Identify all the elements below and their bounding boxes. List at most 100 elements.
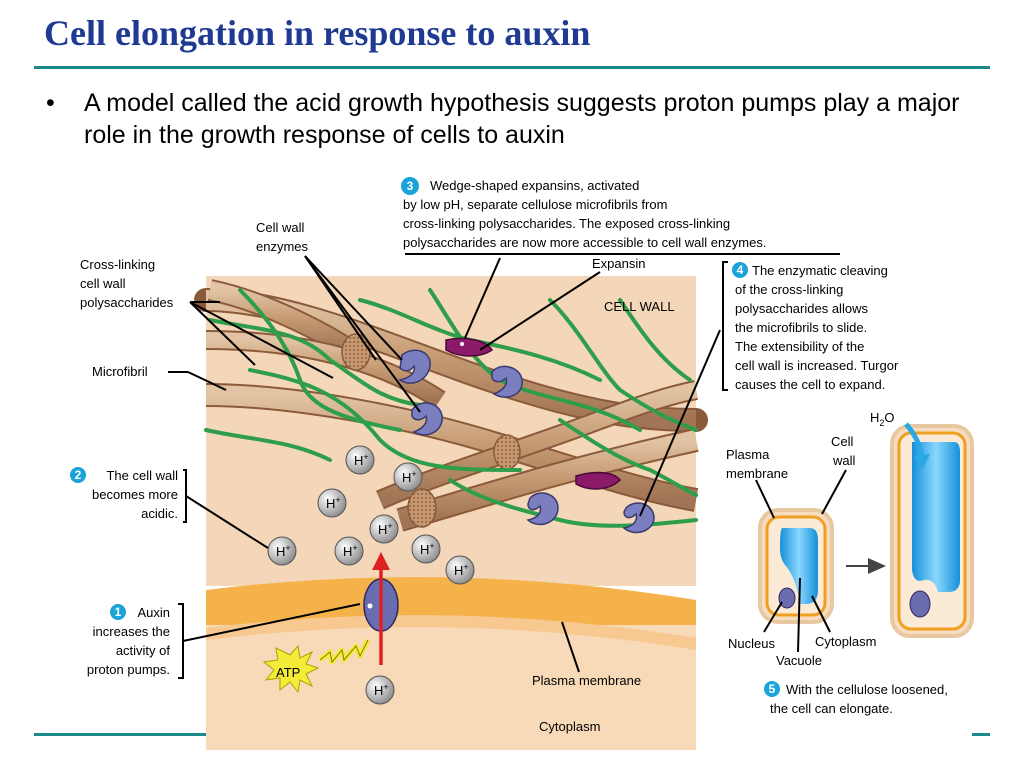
atp-burst: [262, 644, 320, 694]
step-3-line-1: Wedge-shaped expansins, activated: [430, 178, 639, 193]
inset-plasma-membrane-label-2: membrane: [726, 466, 788, 481]
cell-after-vacuole: [912, 442, 960, 592]
label-cross-linking-1: Cross-linking: [80, 257, 155, 272]
step-3-line-4: polysaccharides are now more accessible …: [403, 235, 766, 250]
step-number-2: 2: [75, 468, 82, 482]
polysaccharide-strand: [548, 298, 698, 432]
proton-ion: H+: [267, 536, 297, 566]
expansins: [445, 337, 621, 490]
enzyme: [398, 349, 431, 384]
proton-ion-label: H+: [326, 495, 341, 511]
step-badge-3: [401, 177, 419, 195]
atp-label: ATP: [276, 665, 300, 680]
label-cell-wall-region: CELL WALL: [604, 299, 675, 314]
cell-before-vacuole: [780, 528, 818, 604]
proton-pump-assembly: ATP: [262, 552, 399, 694]
label-plasma-membrane: Plasma membrane: [532, 673, 641, 688]
proton-ion-label: H+: [420, 541, 435, 557]
step-annotations: 1 Auxin increases the activity of proton…: [70, 177, 948, 716]
label-microfibril: Microfibril: [92, 364, 148, 379]
step-3-line-3: cross-linking polysaccharides. The expos…: [403, 216, 730, 231]
microfibril-end: [493, 434, 521, 470]
polysaccharide-strand: [238, 288, 402, 432]
cell-after-nucleus: [909, 590, 931, 618]
step-4-line-7: causes the cell to expand.: [735, 377, 885, 392]
cytoplasm-region: [206, 625, 696, 750]
polysaccharide-strand: [558, 418, 698, 497]
step-number-1: 1: [115, 605, 122, 619]
step-number-3: 3: [407, 179, 414, 193]
polysaccharide-strand: [618, 298, 692, 382]
step-badge-2: [70, 467, 86, 483]
step-2-line-1: The cell wall: [106, 468, 178, 483]
proton-ion: H+: [365, 675, 395, 705]
water-label: H2O: [870, 410, 895, 428]
proton-ion-label: H+: [402, 469, 417, 485]
inset-cell-wall-label-1: Cell: [831, 434, 854, 449]
label-cell-wall-enzymes-1: Cell wall: [256, 220, 305, 235]
proton-ion: H+: [317, 488, 347, 518]
step-1-line-2: increases the: [93, 624, 170, 639]
step-1-line-4: proton pumps.: [87, 662, 170, 677]
step-4-line-6: cell wall is increased. Turgor: [735, 358, 899, 373]
step-5-line-1: With the cellulose loosened,: [786, 682, 948, 697]
inset-vacuole-label: Vacuole: [776, 653, 822, 668]
proton-ion: H+: [393, 462, 423, 492]
label-expansin: Expansin: [592, 256, 645, 271]
proton-ion-label: H+: [374, 682, 389, 698]
inset-nucleus-label: Nucleus: [728, 636, 775, 651]
proton-ion: H+: [345, 445, 375, 475]
inset-cell-wall-label-2: wall: [832, 453, 856, 468]
step-4-bracket: [722, 261, 728, 391]
step-4-line-4: the microfibrils to slide.: [735, 320, 867, 335]
polysaccharide-strand: [204, 428, 332, 462]
label-cytoplasm: Cytoplasm: [539, 719, 600, 734]
polysaccharide-strand: [448, 478, 698, 528]
step-1-line-3: activity of: [116, 643, 171, 658]
inset-plasma-membrane-label-1: Plasma: [726, 447, 770, 462]
proton-ion-label: H+: [378, 521, 393, 537]
step-1-line-1: Auxin: [137, 605, 170, 620]
step-number-4: 4: [737, 263, 744, 277]
cell-before-nucleus: [778, 587, 796, 609]
step-badge-1: [110, 604, 126, 620]
enzyme: [526, 492, 559, 526]
proton-ion-label: H+: [454, 562, 469, 578]
step-4-line-5: The extensibility of the: [735, 339, 864, 354]
footer-divider-right: [972, 733, 990, 736]
diagram-labels: Cross-linking cell wall polysaccharides …: [80, 220, 675, 734]
label-cross-linking-3: polysaccharides: [80, 295, 174, 310]
enzyme: [622, 502, 655, 534]
step-badge-5: [764, 681, 780, 697]
proton-ion: H+: [411, 534, 441, 564]
label-cross-linking-2: cell wall: [80, 276, 126, 291]
proton-ion: H+: [445, 555, 475, 585]
inset-cytoplasm-label: Cytoplasm: [815, 634, 876, 649]
step-4-line-3: polysaccharides allows: [735, 301, 868, 316]
title-divider: [34, 66, 990, 69]
footer-divider-left: [34, 733, 206, 736]
microfibrils: [194, 279, 708, 532]
polysaccharide-strand: [208, 318, 422, 407]
step-4-line-1: The enzymatic cleaving: [752, 263, 888, 278]
proton-ion-label: H+: [343, 543, 358, 559]
step-2-line-3: acidic.: [141, 506, 178, 521]
leader-lines: [168, 255, 721, 673]
cell-elongation-inset: H2O Cell wall Plasma membrane Nucleus Cy…: [726, 410, 974, 668]
expansin: [445, 337, 494, 357]
proton-ion: H+: [369, 514, 399, 544]
proton-ion-label: H+: [354, 452, 369, 468]
cross-linking-polysaccharides: [204, 288, 698, 528]
proton-ion: H+: [334, 536, 364, 566]
proton-ion-label: H+: [276, 543, 291, 559]
step-2-bracket: [183, 469, 187, 523]
step-3-line-2: by low pH, separate cellulose microfibri…: [403, 197, 667, 212]
page-title: Cell elongation in response to auxin: [44, 13, 591, 53]
bullet-marker: •: [46, 89, 55, 117]
expansin: [575, 471, 621, 490]
step-number-5: 5: [769, 682, 776, 696]
step-2-line-2: becomes more: [92, 487, 178, 502]
proton-ions: H+ H+ H+ H+ H+ H+ H+ H+ H+: [267, 445, 475, 705]
enzyme: [491, 365, 523, 398]
